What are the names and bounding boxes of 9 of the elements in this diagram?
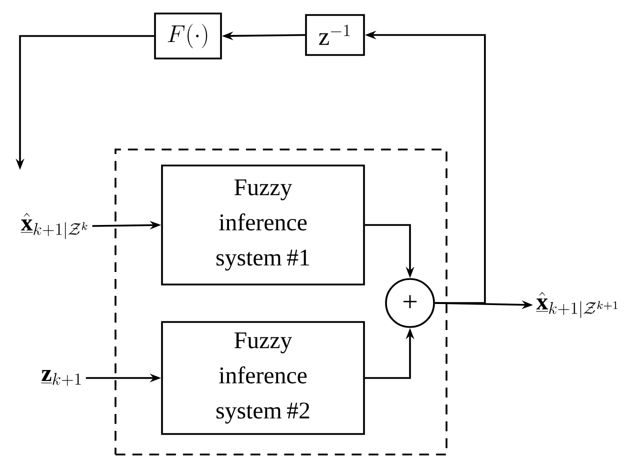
inference-box: Fuzzy inference system #1 xyxy=(161,164,365,286)
signal-label: $\hat{\underline{\mathbf{x}}}_{k+1|\mathcal{Z}^{k}}$ xyxy=(20,213,88,239)
operator-box: $F(\cdot)$ xyxy=(154,12,222,60)
inference-box: Fuzzy inference system #2 xyxy=(161,321,365,435)
operator-box: $\mathrm{z}^{-1}$ xyxy=(305,14,365,56)
signal-label: $\underline{\mathbf{z}}_{k+1}$ xyxy=(41,370,81,386)
summing-junction: + xyxy=(385,278,435,328)
dashed-group-box xyxy=(114,148,448,456)
signal-label: $\hat{\underline{\mathbf{x}}}_{k+1|\mathcal{Z}^{k+1}}$ xyxy=(536,292,618,318)
